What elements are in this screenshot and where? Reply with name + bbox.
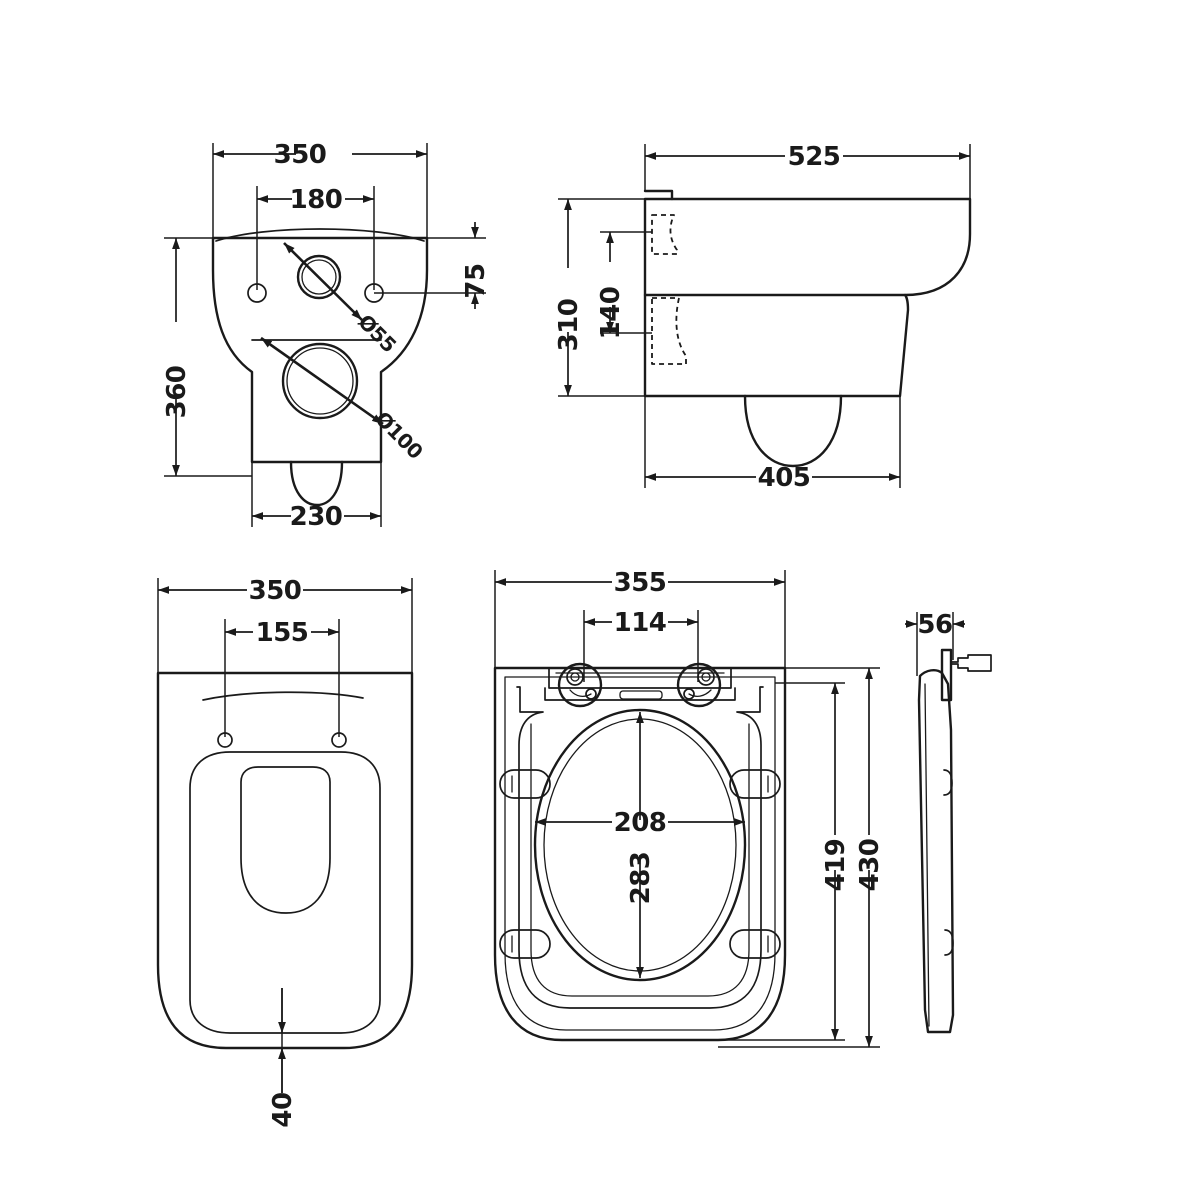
view-seat-underside-plan: 355 114 208 283 419: [493, 568, 885, 1048]
dim-seat-lid-buffer-offset: 40: [268, 988, 298, 1128]
view-seat-lid-plan: 350 155 40: [156, 576, 414, 1128]
dim-seat-width: 355: [494, 568, 786, 668]
dim-pan-front-bolt-drop: 75: [374, 222, 491, 309]
dim-label-114: 114: [614, 608, 667, 638]
dim-seat-aperture-length: 283: [626, 712, 656, 978]
dim-pan-front-width: 350: [212, 140, 428, 238]
dim-label-75: 75: [461, 263, 491, 298]
dim-label-350-seat: 350: [249, 576, 302, 606]
dim-label-40: 40: [268, 1092, 298, 1127]
seat-side-outline: [917, 648, 992, 1034]
pan-side-outline: [643, 189, 972, 468]
dim-label-350-pan: 350: [274, 140, 327, 170]
dim-pan-front-bolt-spacing: 180: [256, 185, 375, 290]
dim-seat-thickness: 56: [905, 610, 965, 676]
view-seat-side-profile: 56: [905, 610, 992, 1034]
seat-hinge-left: [557, 662, 603, 708]
dim-label-419: 419: [821, 839, 851, 892]
dim-label-405: 405: [758, 463, 811, 493]
dim-label-230: 230: [290, 502, 343, 532]
dim-label-283: 283: [626, 852, 656, 905]
view-pan-side: 525 310 140 405: [554, 142, 972, 493]
dim-label-155: 155: [256, 618, 309, 648]
dim-seat-lid-width: 350: [157, 576, 413, 673]
dim-seat-hinge-spacing: 114: [583, 608, 699, 682]
dim-label-140: 140: [596, 287, 626, 340]
seat-buffer-pads: [499, 769, 781, 959]
dim-label-360: 360: [162, 366, 192, 419]
dim-pan-side-height: 310: [554, 198, 645, 397]
dim-label-430: 430: [855, 839, 885, 892]
dim-pan-front-base-width: 230: [251, 462, 382, 532]
dim-seat-lid-hinge-spacing: 155: [224, 618, 340, 737]
dim-label-355: 355: [614, 568, 667, 598]
dim-label-525: 525: [788, 142, 841, 172]
dim-seat-overall-length: 430: [718, 667, 885, 1048]
dim-pan-side-length: 525: [644, 142, 971, 199]
seat-hinge-right: [676, 662, 722, 708]
seat-lid-outline: [156, 671, 414, 1050]
dim-label-180: 180: [290, 185, 343, 215]
dim-label-56: 56: [917, 610, 952, 640]
dim-pan-side-projection: 405: [644, 396, 901, 493]
pan-side-brackets: [651, 214, 687, 365]
dim-pan-front-height: 360: [162, 237, 252, 477]
dim-label-310: 310: [554, 299, 584, 352]
dim-seat-inner-length: 419: [718, 682, 851, 1041]
dim-pan-side-bracket-spacing: 140: [596, 231, 652, 340]
